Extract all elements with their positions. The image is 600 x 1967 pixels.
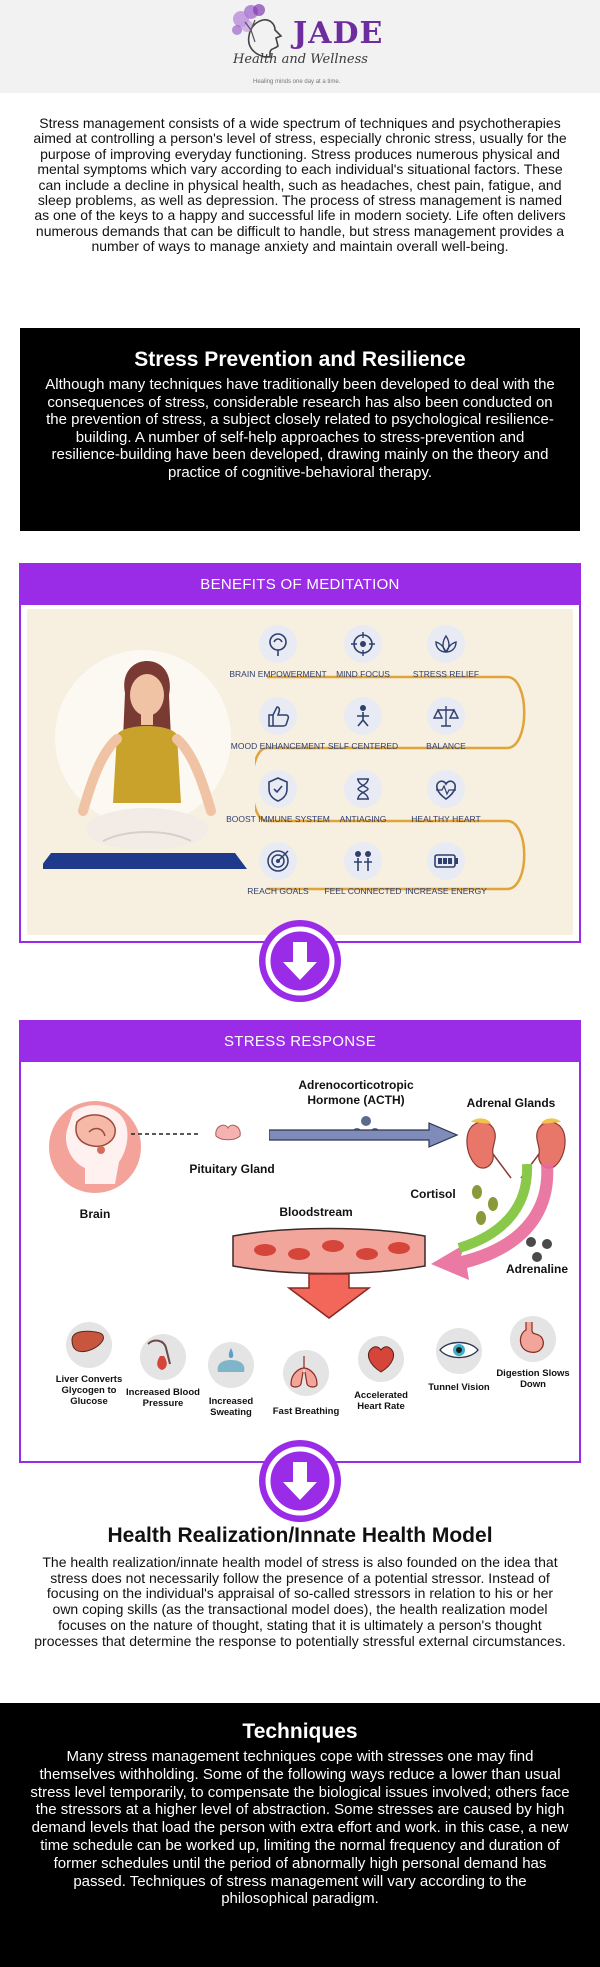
benefit-label: MOOD ENHANCEMENT <box>230 741 326 751</box>
benefit-item: ANTIAGING <box>308 770 418 824</box>
goal-target-icon <box>259 842 297 880</box>
benefits-connector <box>255 675 526 891</box>
logo: JADE Health and Wellness Healing minds o… <box>225 2 385 92</box>
benefit-label: INCREASE ENERGY <box>405 886 487 896</box>
brain-label: Brain <box>79 1207 111 1221</box>
blood-pressure-icon <box>140 1334 186 1380</box>
benefit-label: BRAIN EMPOWERMENT <box>229 669 327 679</box>
benefit-item: REACH GOALS <box>223 842 333 896</box>
pituitary-connector <box>131 1133 201 1135</box>
down-arrow-2 <box>259 1440 341 1522</box>
scale-icon <box>427 697 465 735</box>
prevention-title: Stress Prevention and Resilience <box>134 348 466 371</box>
benefit-label: REACH GOALS <box>247 886 309 896</box>
arrow-down-icon <box>265 1446 335 1516</box>
thumbs-up-icon <box>259 697 297 735</box>
techniques-text: Many stress management techniques cope w… <box>30 1748 570 1908</box>
benefit-label: BALANCE <box>426 741 466 751</box>
heart-organ-icon <box>358 1336 404 1382</box>
prevention-section: Stress Prevention and Resilience Althoug… <box>20 328 580 531</box>
down-arrow-1 <box>259 920 341 1002</box>
bloodstream-label: Bloodstream <box>279 1205 353 1219</box>
benefit-item: HEALTHY HEART <box>391 770 501 824</box>
outcome-label: Increased Blood Pressure <box>126 1387 200 1409</box>
tree-head-logo-icon <box>232 4 283 58</box>
benefit-item: BALANCE <box>391 697 501 751</box>
benefit-label: HEALTHY HEART <box>411 814 481 824</box>
cortisol-label: Cortisol <box>410 1187 456 1201</box>
person-icon <box>344 697 382 735</box>
benefit-item: STRESS RELIEF <box>391 625 501 679</box>
prevention-text: Although many techniques have traditiona… <box>45 376 555 481</box>
benefit-label: STRESS RELIEF <box>412 669 480 679</box>
techniques-section: Techniques Many stress management techni… <box>0 1703 600 1967</box>
meditation-panel: BENEFITS OF MEDITATION BRAIN EMPOWERMENT… <box>19 563 581 943</box>
meditating-woman-illustration <box>43 650 247 869</box>
benefit-item: INCREASE ENERGY <box>391 842 501 896</box>
hourglass-icon <box>344 770 382 808</box>
brand-tagline: Healing minds one day at a time. <box>253 79 341 85</box>
cortisol-particles-icon <box>472 1185 498 1225</box>
heart-icon <box>427 770 465 808</box>
health-realization-title: Health Realization/Innate Health Model <box>107 1524 493 1547</box>
header: JADE Health and Wellness Healing minds o… <box>0 0 600 93</box>
lotus-icon <box>427 625 465 663</box>
sweat-icon <box>208 1342 254 1388</box>
benefit-item: FEEL CONNECTED <box>308 842 418 896</box>
benefit-label: FEEL CONNECTED <box>324 886 402 896</box>
lungs-icon <box>283 1350 329 1396</box>
battery-icon <box>427 842 465 880</box>
benefit-item: BOOST IMMUNE SYSTEM <box>223 770 333 824</box>
acth-arrow-icon <box>269 1122 459 1148</box>
benefit-item: MIND FOCUS <box>308 625 418 679</box>
pituitary-label: Pituitary Gland <box>189 1162 275 1176</box>
adrenaline-label: Adrenaline <box>505 1262 568 1276</box>
target-icon <box>344 625 382 663</box>
shield-icon <box>259 770 297 808</box>
adrenaline-molecule-icon <box>526 1237 552 1262</box>
stress-response-panel: STRESS RESPONSE Brain Pituitary Gland Ad… <box>19 1020 581 1463</box>
benefit-item: MOOD ENHANCEMENT <box>223 697 333 751</box>
pituitary-gland-icon <box>215 1124 241 1141</box>
benefit-label: BOOST IMMUNE SYSTEM <box>226 814 330 824</box>
outcome-label: Increased Sweating <box>208 1396 254 1418</box>
techniques-title: Techniques <box>242 1720 358 1743</box>
bloodstream-vessel-icon <box>232 1227 426 1319</box>
benefit-label: ANTIAGING <box>339 814 387 824</box>
arrow-down-icon <box>265 926 335 996</box>
outcome-label: Accelerated Heart Rate <box>354 1390 408 1412</box>
intro-paragraph: Stress management consists of a wide spe… <box>33 115 567 255</box>
brain-illustration <box>49 1101 141 1193</box>
outcome-label: Tunnel Vision <box>428 1382 490 1393</box>
benefit-label: MIND FOCUS <box>336 669 390 679</box>
people-icon <box>344 842 382 880</box>
health-realization-text: The health realization/innate health mod… <box>34 1554 566 1649</box>
liver-icon <box>66 1322 112 1368</box>
brand-script: Health and Wellness <box>233 52 368 67</box>
benefit-label: SELF CENTERED <box>327 741 399 751</box>
eye-icon <box>436 1328 482 1374</box>
meditation-title: BENEFITS OF MEDITATION <box>21 565 579 605</box>
meditation-body: BRAIN EMPOWERMENT MIND FOCUS STRESS RELIEF… <box>27 609 573 935</box>
brain-icon <box>259 625 297 663</box>
outcome-label: Fast Breathing <box>272 1406 340 1417</box>
adrenal-label: Adrenal Glands <box>466 1096 556 1110</box>
benefit-item: SELF CENTERED <box>308 697 418 751</box>
outcome-label: Digestion Slows Down <box>496 1368 570 1390</box>
cortisol-arrow-icon <box>431 1164 554 1280</box>
benefit-item: BRAIN EMPOWERMENT <box>223 625 333 679</box>
outcome-label: Liver Converts Glycogen to Glucose <box>55 1374 123 1407</box>
acth-label: Adrenocorticotropic Hormone (ACTH) <box>298 1078 414 1107</box>
stomach-icon <box>510 1316 556 1362</box>
stress-response-title: STRESS RESPONSE <box>21 1022 579 1062</box>
brand-name: JADE <box>293 16 384 51</box>
